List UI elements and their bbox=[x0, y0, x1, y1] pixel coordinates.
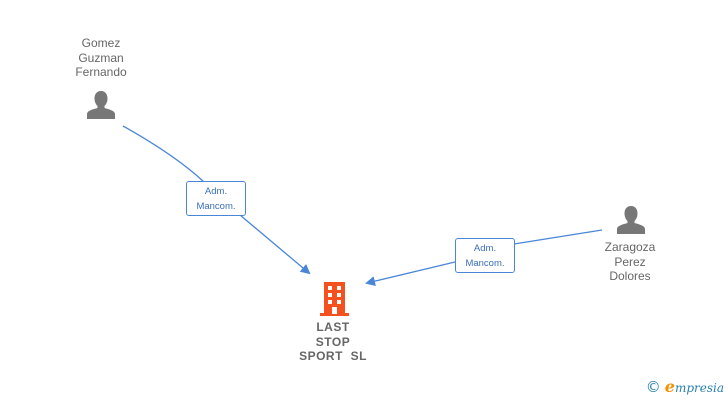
person-name-line: Fernando bbox=[75, 65, 127, 79]
relationship-label-line: Mancom. bbox=[196, 201, 236, 212]
edge-line-label-to-company-1 bbox=[239, 214, 311, 275]
person-name-line: Dolores bbox=[609, 269, 651, 283]
company-name-line: SPORT SL bbox=[299, 349, 367, 363]
edge-line-label-to-company-2 bbox=[365, 261, 456, 287]
relationship-label-adm-mancom-1[interactable]: Adm. Mancom. bbox=[186, 181, 246, 216]
brand-name: mpresia bbox=[674, 381, 724, 395]
empresia-branding[interactable]: © empresia bbox=[646, 377, 724, 396]
brand-logo: empresia bbox=[665, 377, 724, 396]
company-name-line: STOP bbox=[315, 334, 351, 349]
person-name-line: Gomez bbox=[81, 36, 121, 50]
relationship-label-line: Mancom. bbox=[465, 258, 505, 269]
edge-line-person1-to-label bbox=[122, 125, 205, 183]
person-node-zaragoza-perez-dolores[interactable]: Zaragoza Perez Dolores bbox=[575, 240, 685, 284]
edge-line-person2-to-label bbox=[513, 229, 603, 245]
company-node-last-stop-sport-sl[interactable]: LAST STOP SPORT SL bbox=[273, 320, 393, 364]
person-name-line: Zaragoza bbox=[604, 240, 656, 254]
relationship-label-line: Adm. bbox=[204, 186, 228, 197]
person-name-line: Perez bbox=[614, 254, 646, 269]
person-node-gomez-guzman-fernando[interactable]: Gomez Guzman Fernando bbox=[46, 36, 156, 80]
relationship-label-adm-mancom-2[interactable]: Adm. Mancom. bbox=[455, 238, 515, 273]
relationship-label-line: Adm. bbox=[473, 243, 497, 254]
person-icon[interactable] bbox=[86, 90, 116, 119]
building-icon[interactable] bbox=[320, 282, 349, 316]
copyright-icon: © bbox=[645, 377, 661, 396]
person-name-line: Guzman bbox=[78, 50, 124, 65]
person-icon[interactable] bbox=[616, 205, 646, 234]
company-name-line: LAST bbox=[316, 320, 350, 334]
brand-initial: e bbox=[664, 377, 675, 396]
